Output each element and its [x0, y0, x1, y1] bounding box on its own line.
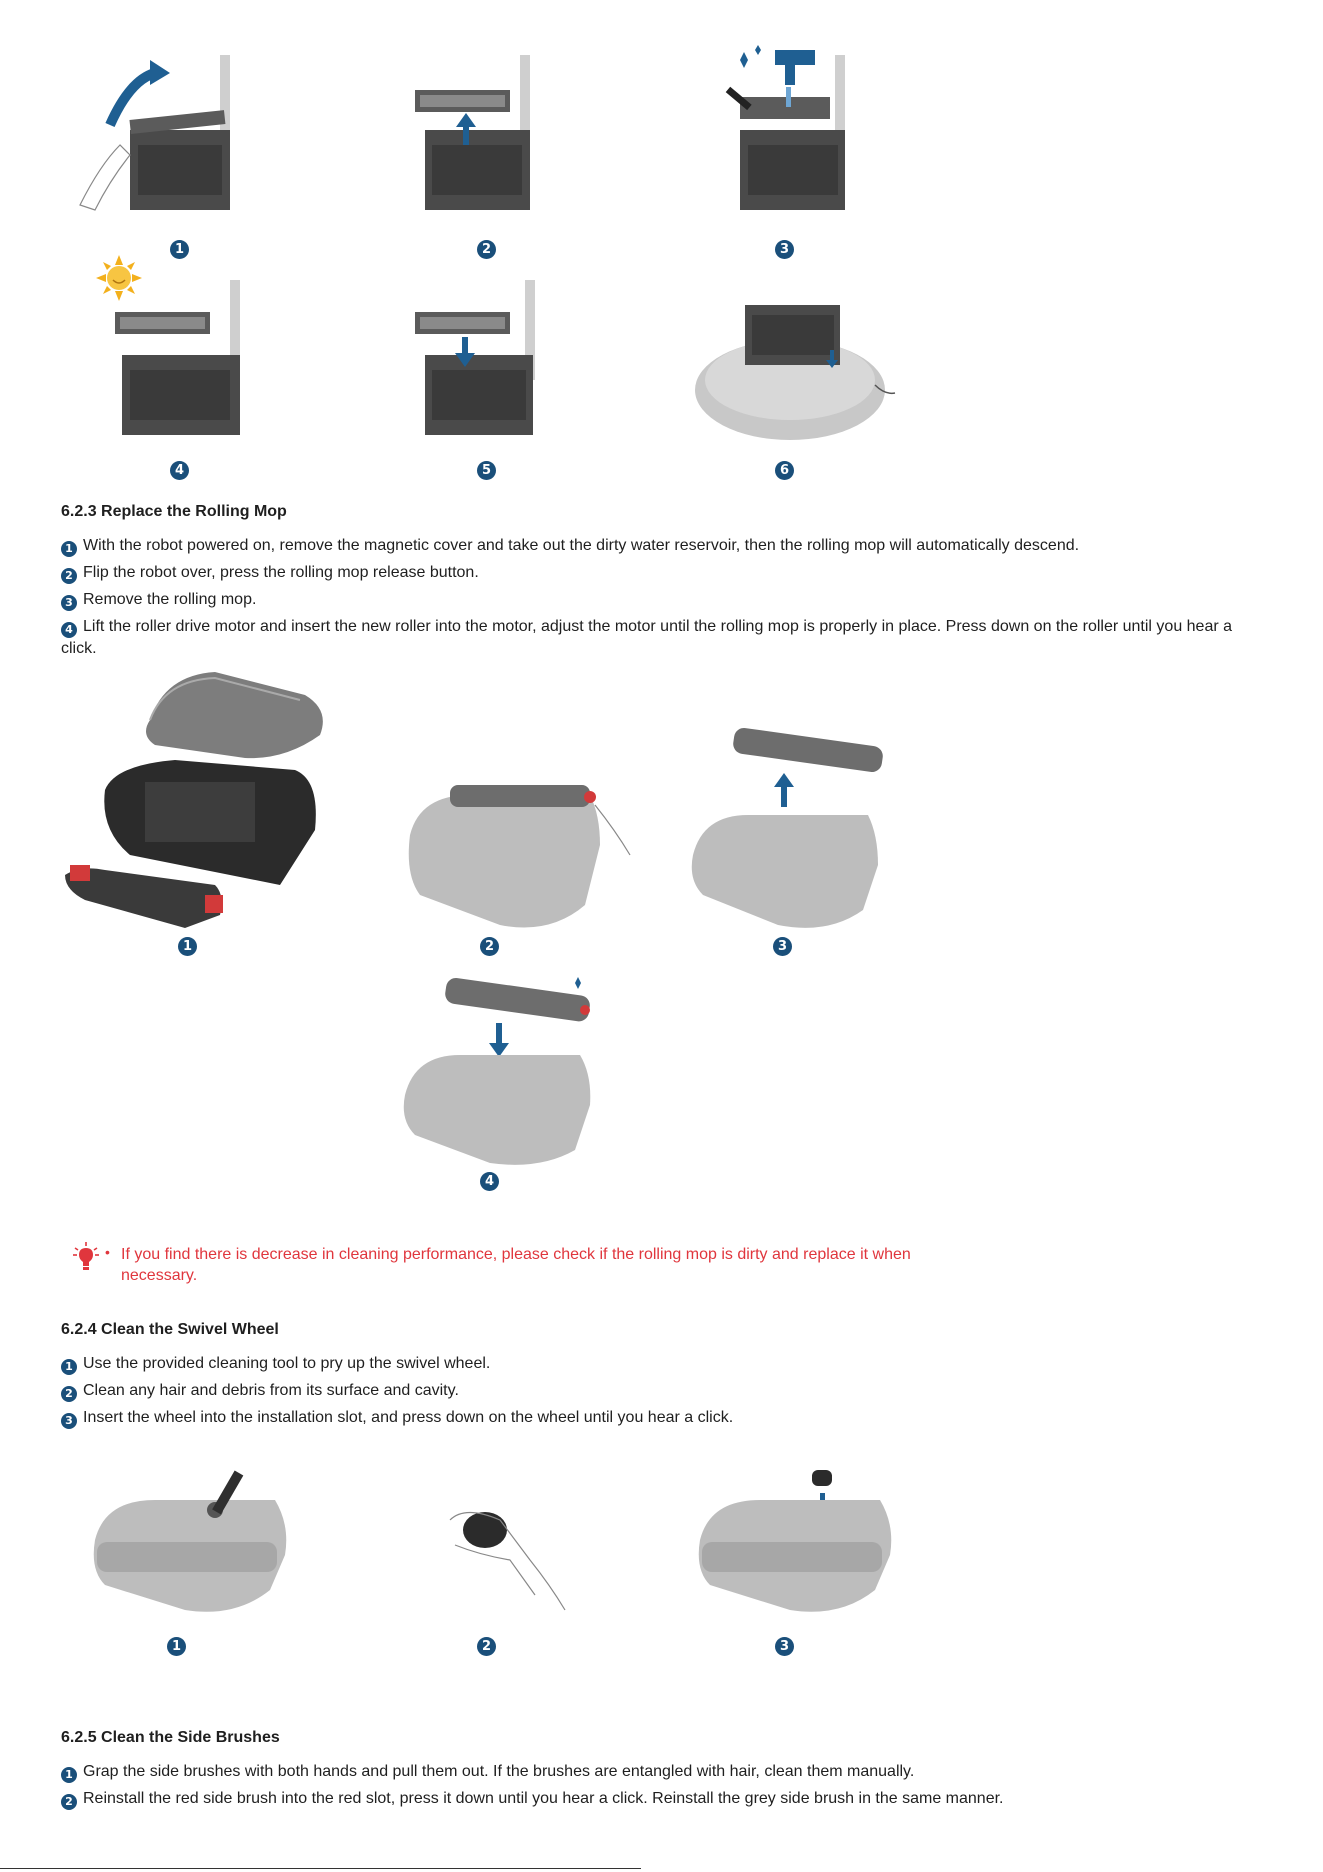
step-text: Reinstall the red side brush into the re…: [83, 1790, 1004, 1807]
step-text: Use the provided cleaning tool to pry up…: [83, 1355, 491, 1372]
step-badge: 1: [167, 1637, 186, 1656]
step-text: Flip the robot over, press the rolling m…: [83, 564, 479, 581]
step-badge: 4: [480, 1172, 499, 1191]
step-badge: 3: [775, 1637, 794, 1656]
instruction-step: 1 With the robot powered on, remove the m…: [61, 535, 1271, 557]
step-number-icon: 2: [61, 1794, 77, 1810]
step-text: Insert the wheel into the installation s…: [83, 1409, 734, 1426]
step-badge: 3: [775, 240, 794, 259]
illustration-pry-swivel-wheel: [93, 1470, 287, 1612]
illustration-press-release-button: [408, 785, 631, 928]
step-number-icon: 3: [61, 595, 77, 611]
instruction-step: 3 Insert the wheel into the installation …: [61, 1407, 1271, 1429]
step-badge: 3: [773, 937, 792, 956]
tip-bullet: •: [105, 1244, 110, 1260]
footer-divider: [0, 1868, 641, 1869]
illustration-rinse-filter: [725, 45, 845, 210]
instruction-step: 2 Clean any hair and debris from its surf…: [61, 1380, 1271, 1402]
step-number-icon: 1: [61, 1767, 77, 1783]
step-number-icon: 4: [61, 622, 77, 638]
instruction-step: 2 Reinstall the red side brush into the r…: [61, 1788, 1271, 1810]
instruction-step: 1 Grap the side brushes with both hands a…: [61, 1761, 1271, 1783]
illustration-remove-filter: [415, 55, 530, 210]
step-badge: 5: [477, 461, 496, 480]
illustration-remove-cover-reservoir: [65, 672, 323, 928]
instruction-step: 3 Remove the rolling mop.: [61, 589, 1271, 611]
step-badge: 4: [170, 461, 189, 480]
illustration-reinstall-filter: [415, 280, 535, 435]
illustration-reinstall-swivel-wheel: [698, 1470, 892, 1612]
sun-icon: [96, 255, 142, 301]
illustration-clean-swivel-wheel: [449, 1511, 566, 1611]
step-text: With the robot powered on, remove the ma…: [83, 537, 1080, 554]
step-badge: 2: [480, 937, 499, 956]
instruction-step: 2 Flip the robot over, press the rolling …: [61, 562, 1271, 584]
instruction-step: 1 Use the provided cleaning tool to pry u…: [61, 1353, 1271, 1375]
section-title: 6.2.3 Replace the Rolling Mop: [61, 503, 287, 520]
step-number-icon: 2: [61, 568, 77, 584]
illustration-dry-filter: [115, 280, 240, 435]
step-badge: 1: [178, 937, 197, 956]
tip-text: If you find there is decrease in cleanin…: [121, 1246, 911, 1284]
section-title: 6.2.5 Clean the Side Brushes: [61, 1729, 280, 1746]
illustration-open-bin-lid: [79, 55, 230, 211]
lightbulb-tip-icon: [73, 1242, 99, 1270]
step-number-icon: 1: [61, 1359, 77, 1375]
illustration-insert-bin-robot: [695, 305, 896, 440]
step-number-icon: 3: [61, 1413, 77, 1429]
step-text: Clean any hair and debris from its surfa…: [83, 1382, 459, 1399]
step-number-icon: 2: [61, 1386, 77, 1402]
section-title: 6.2.4 Clean the Swivel Wheel: [61, 1321, 279, 1338]
step-badge: 1: [170, 240, 189, 259]
step-badge: 6: [775, 461, 794, 480]
illustration-insert-new-roller: [403, 977, 591, 1165]
illustration-remove-rolling-mop: [691, 727, 883, 928]
step-badge: 2: [477, 240, 496, 259]
step-number-icon: 1: [61, 541, 77, 557]
step-text: Lift the roller drive motor and insert t…: [61, 618, 1233, 657]
step-text: Grap the side brushes with both hands an…: [83, 1763, 915, 1780]
step-badge: 2: [477, 1637, 496, 1656]
step-text: Remove the rolling mop.: [83, 591, 257, 608]
